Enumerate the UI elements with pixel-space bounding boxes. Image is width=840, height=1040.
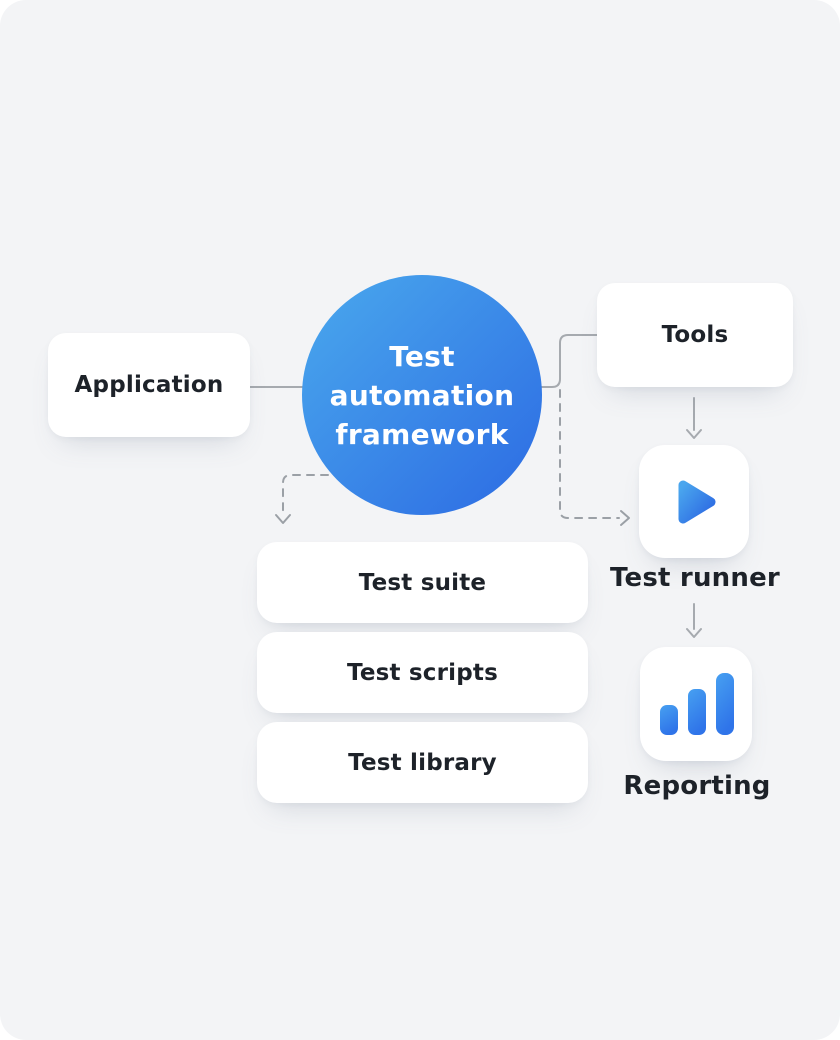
node-application-label: Application xyxy=(74,372,224,398)
node-test-runner-label: Test runner xyxy=(610,563,780,593)
arrowhead-down-testsuite xyxy=(275,514,291,524)
node-test-scripts-label: Test scripts xyxy=(346,659,499,686)
node-test-suite: Test suite xyxy=(257,542,588,623)
node-reporting-label: Reporting xyxy=(623,771,771,801)
framework-label-line1: Test xyxy=(389,339,455,373)
connector-framework-testsuite xyxy=(282,474,399,518)
node-test-runner xyxy=(639,445,749,558)
node-test-scripts: Test scripts xyxy=(257,632,588,713)
node-reporting xyxy=(640,647,752,761)
connector-framework-tools xyxy=(527,334,598,388)
node-test-suite-label: Test suite xyxy=(358,569,487,596)
bar-chart-icon xyxy=(660,673,734,735)
connector-framework-testrunner xyxy=(559,389,620,519)
node-test-library-label: Test library xyxy=(348,749,497,776)
framework-label-line3: framework xyxy=(335,417,509,451)
node-tools-label: Tools xyxy=(661,322,729,348)
play-icon xyxy=(678,480,716,523)
node-application: Application xyxy=(48,333,250,437)
framework-label-line2: automation xyxy=(329,378,515,412)
node-test-automation-framework: Test automation framework xyxy=(302,275,542,515)
arrowhead-down-reporting xyxy=(686,628,702,638)
node-test-library: Test library xyxy=(257,722,588,803)
arrowhead-down-testrunner xyxy=(686,429,702,439)
node-tools: Tools xyxy=(597,283,793,387)
arrowhead-right-testrunner xyxy=(620,510,630,526)
